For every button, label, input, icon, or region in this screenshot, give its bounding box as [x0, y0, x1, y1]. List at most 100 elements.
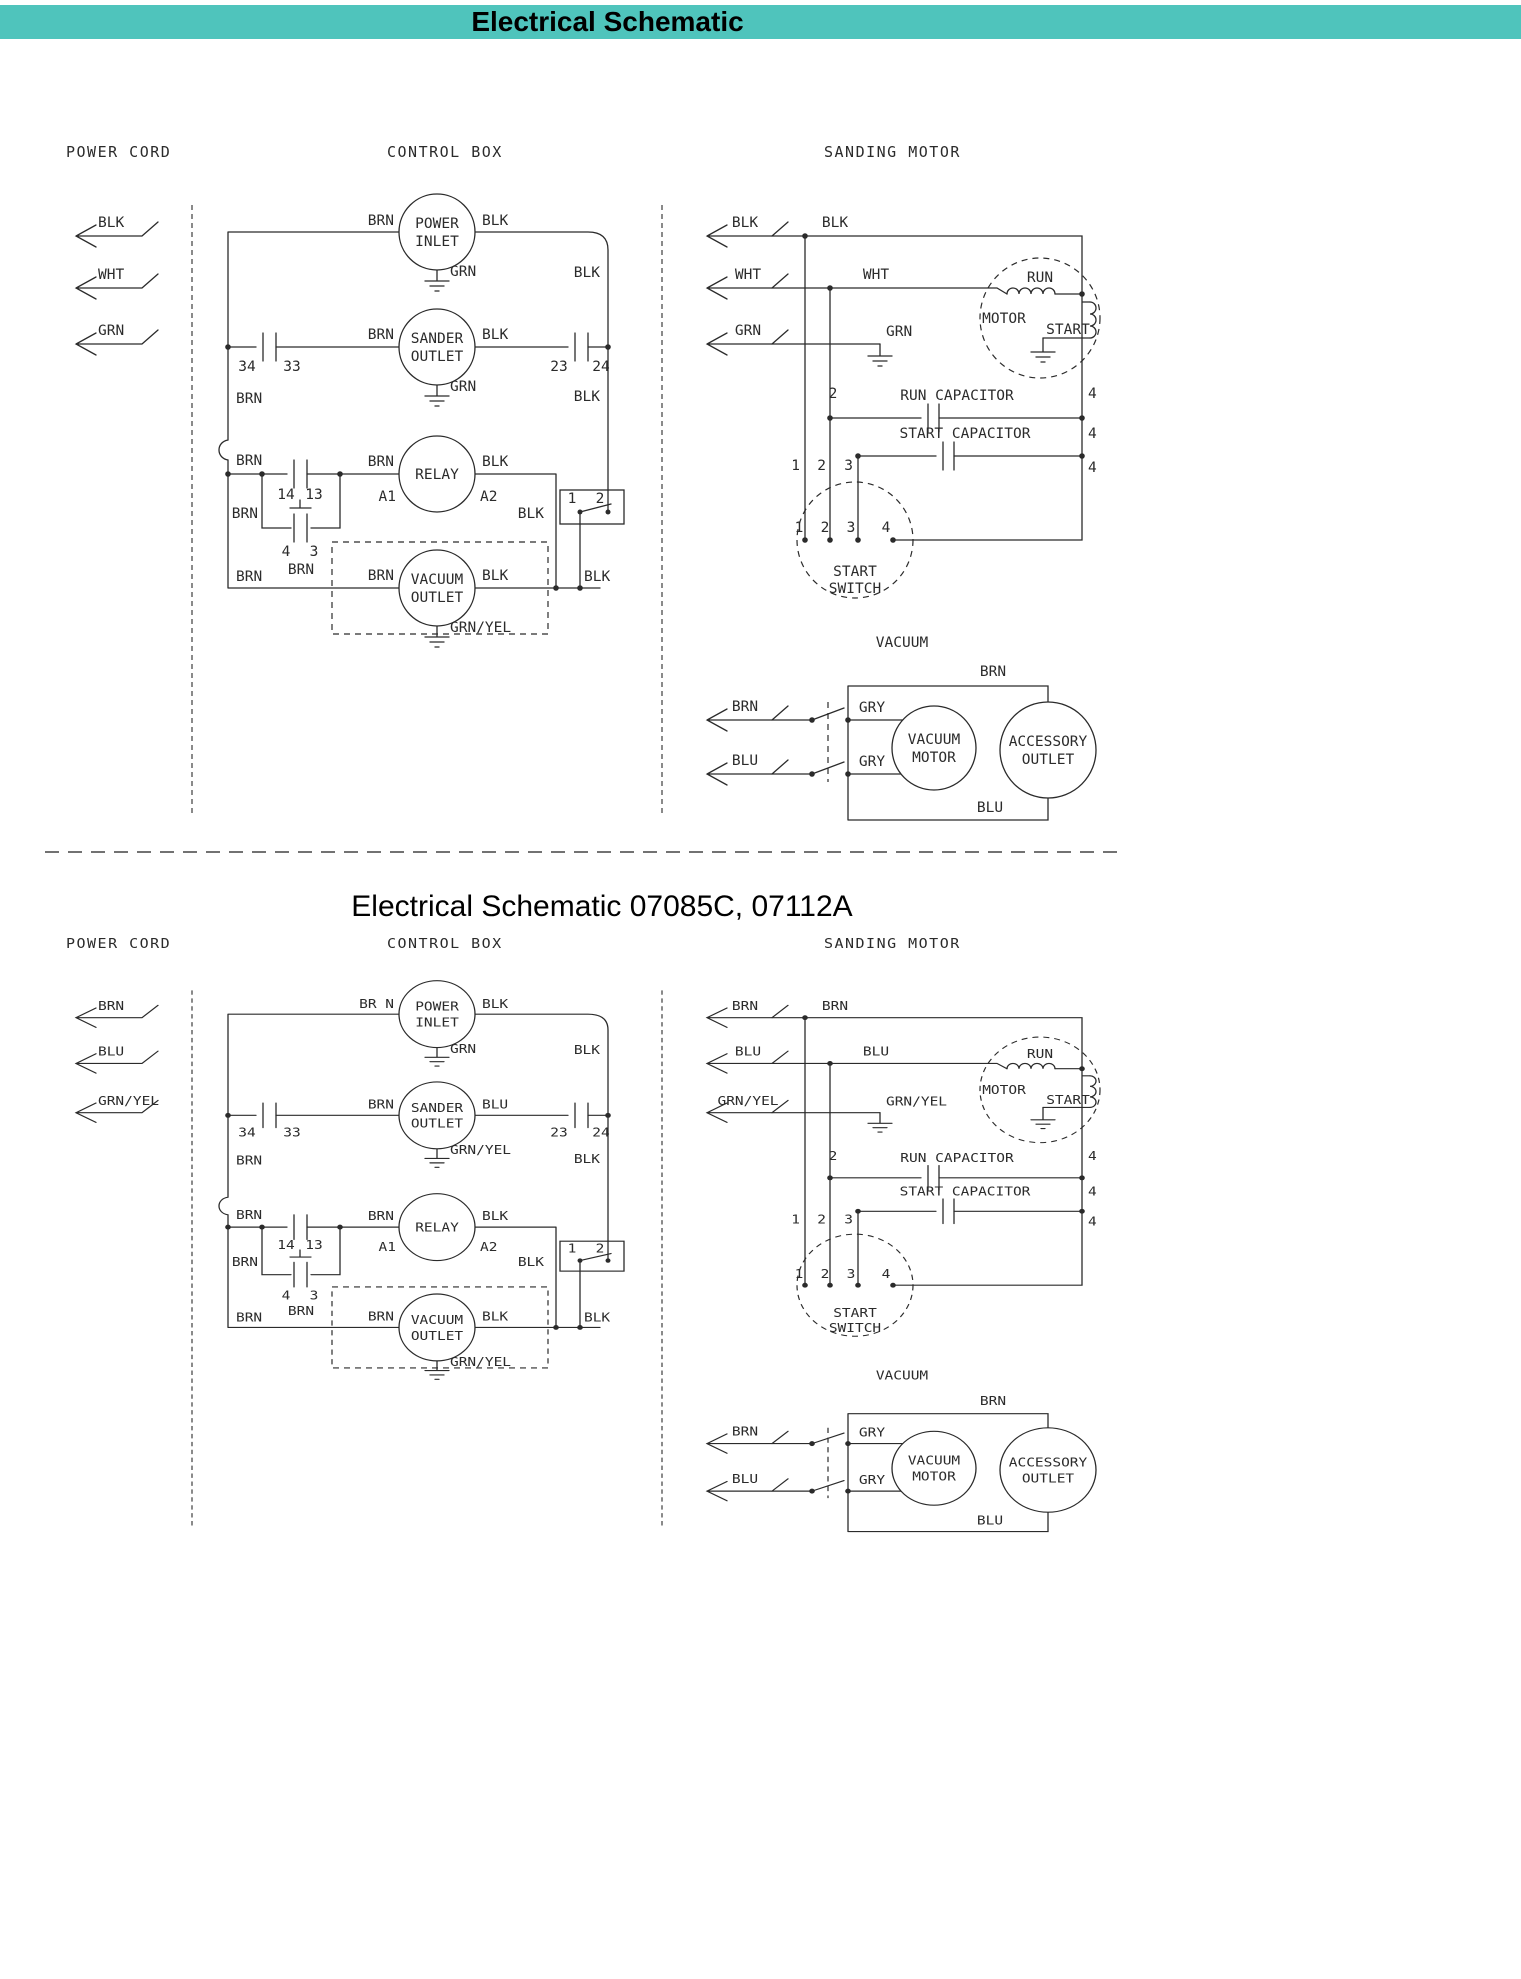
pressure-switch-symbol	[289, 499, 312, 543]
wire-label: BRN	[236, 391, 262, 407]
vacuum-outlet-label: OUTLET	[411, 1329, 463, 1344]
control-box-header: CONTROL BOX	[387, 937, 503, 952]
sander-outlet-circle	[398, 308, 476, 386]
pressure-switch-symbol	[289, 1249, 312, 1288]
terminal-number: 1	[791, 458, 800, 474]
terminal-number: 4	[882, 1267, 891, 1282]
terminal-number: 3	[844, 1212, 853, 1227]
wire-label: BLU	[732, 753, 758, 769]
wire-label: BLK	[822, 215, 848, 231]
wire-label: BRN	[236, 1153, 262, 1168]
motor-label: MOTOR	[982, 311, 1026, 327]
terminal-number: 13	[305, 1238, 322, 1253]
wire-label: BRN	[236, 569, 262, 585]
ground-label: GRN	[450, 379, 476, 395]
terminal-number: 2	[817, 1212, 826, 1227]
sander-outlet-label: SANDER	[411, 331, 464, 347]
wire-label: BRN	[368, 1309, 394, 1324]
run-winding-label: RUN	[1027, 270, 1053, 286]
vacuum-outlet-circle	[398, 1293, 476, 1362]
vacuum-section: VACUUM BRN BRN BLU GRY GRY VACUUM MOTOR …	[705, 1368, 1097, 1533]
sander-outlet-label: SANDER	[411, 1101, 464, 1116]
wire-label: BRN	[232, 506, 258, 522]
ground-label: GRN/YEL	[450, 1355, 511, 1370]
power-cord-section: BLK WHT GRN	[74, 215, 159, 356]
terminal-number: 2	[829, 1149, 838, 1164]
terminal-number: A1	[379, 489, 396, 505]
terminal-number: 1	[795, 1267, 804, 1282]
terminal-number: 4	[1088, 1149, 1097, 1164]
motor-dashed-circle	[979, 1036, 1101, 1144]
relay-contact-block	[559, 1240, 625, 1272]
junction-dots	[809, 1441, 851, 1494]
start-winding-label: START	[1046, 322, 1090, 338]
terminal-number: 2	[596, 491, 605, 507]
wire-label: GRN/YEL	[717, 1094, 778, 1109]
terminal-number: 24	[592, 1125, 609, 1140]
power-inlet-circle	[398, 193, 476, 271]
wire-label: BRN	[288, 1304, 314, 1319]
vacuum-outlet-label: VACUUM	[411, 572, 464, 588]
wire-label: GRY	[859, 700, 885, 716]
accessory-outlet-circle	[999, 701, 1097, 799]
wire-label: BRN	[368, 327, 394, 343]
terminal-number: 13	[305, 487, 322, 503]
terminal-number: 34	[238, 359, 256, 375]
terminal-number: 23	[550, 359, 567, 375]
start-winding-label: START	[1046, 1093, 1090, 1108]
power-inlet-label: POWER	[415, 999, 459, 1014]
wire-label: BLK	[482, 568, 508, 584]
wire-label: BLK	[584, 1310, 611, 1325]
ground-label: GRN	[450, 1042, 476, 1057]
wire-label: BLK	[518, 506, 544, 522]
vacuum-section: VACUUM BRN BRN BLU GRY GRY VACUUM MOTOR …	[705, 635, 1097, 821]
power-inlet-label: INLET	[415, 234, 459, 250]
wire-label: BLK	[574, 265, 600, 281]
junction-dots	[802, 233, 1085, 543]
power-inlet-label: POWER	[415, 216, 459, 232]
accessory-outlet-circle	[999, 1427, 1097, 1513]
sanding-motor-wires	[771, 235, 1091, 541]
motor-dashed-circle	[979, 257, 1101, 379]
wire-label: BRN	[368, 1209, 394, 1224]
title-bar: Electrical Schematic	[0, 5, 1521, 39]
wire-label: BR N	[359, 997, 394, 1012]
terminal-number: 4	[1088, 426, 1097, 442]
sanding-motor-section: BLK WHT GRN BLK WHT GRN RUN MOTOR START …	[705, 215, 1101, 599]
junction-dots	[225, 1112, 611, 1330]
relay-label: RELAY	[415, 467, 459, 483]
terminal-number: 2	[596, 1241, 605, 1256]
section-headers: POWER CORD CONTROL BOX SANDING MOTOR	[66, 937, 959, 952]
vacuum-header: VACUUM	[876, 1368, 928, 1383]
wire-label: BRN	[980, 1394, 1006, 1409]
vacuum-outlet-circle	[398, 549, 476, 627]
wire-label: BRN	[368, 568, 394, 584]
wire-label: BRN	[732, 999, 758, 1014]
terminal-number: 4	[1088, 386, 1097, 402]
schematic-2: POWER CORD CONTROL BOX SANDING MOTOR BRN…	[66, 937, 1101, 1533]
wire-label: GRY	[859, 1473, 885, 1488]
wire-label: BLK	[482, 997, 509, 1012]
wire-label: BRN	[822, 999, 848, 1014]
cord-wire-label: WHT	[98, 267, 124, 283]
ground-symbols	[867, 337, 1056, 367]
wire-label: BLK	[482, 213, 508, 229]
start-capacitor-label: START CAPACITOR	[900, 1184, 1032, 1199]
wire-label: BRN	[236, 1208, 262, 1223]
wire-label: BLU	[977, 800, 1003, 816]
terminal-number: 4	[1088, 460, 1097, 476]
relay-circle	[398, 1193, 476, 1262]
terminal-number: 14	[277, 1238, 294, 1253]
start-switch-label: START	[833, 564, 877, 580]
run-capacitor-label: RUN CAPACITOR	[900, 388, 1014, 404]
wire-label: BRN	[288, 562, 314, 578]
vacuum-header: VACUUM	[876, 635, 929, 651]
run-winding-coil	[1006, 287, 1056, 295]
wire-label: GRY	[859, 754, 885, 770]
terminal-number: 3	[847, 1267, 856, 1282]
terminal-number: 2	[821, 1267, 830, 1282]
terminal-number: 4	[282, 544, 291, 560]
control-box-header: CONTROL BOX	[387, 143, 503, 161]
